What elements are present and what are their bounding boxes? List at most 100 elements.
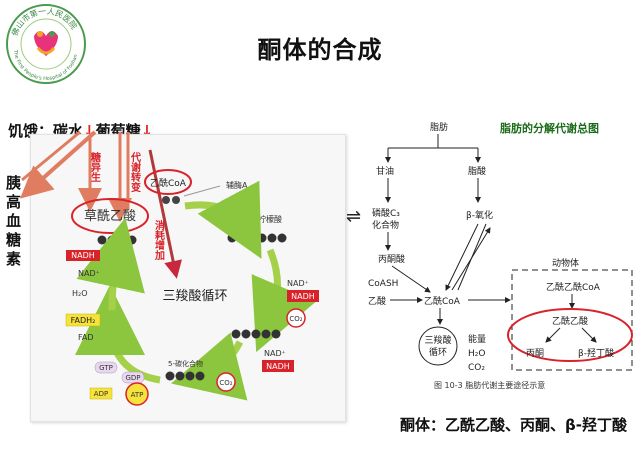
overlay-text-1: 糖异生 <box>89 151 101 182</box>
cycle-arc-1 <box>184 180 262 259</box>
nad-plus-left: NAD⁺ <box>78 269 100 278</box>
acetate-label: 乙酸 <box>368 296 386 307</box>
h2o-label: H₂O <box>468 349 485 359</box>
nadh-label-right-2: NADH <box>266 362 290 371</box>
beta-oxidation-label: β-氧化 <box>466 209 493 221</box>
tca-line1: 三羧酸 <box>424 334 451 346</box>
tca-cycle-diagram: 糖异生 代谢转变 消耗增加 乙酰CoA 辅酶A 草酰乙酸 柠檬酸 三羧酸循环 N… <box>20 130 319 406</box>
carbon-ball <box>172 196 180 204</box>
glycerol-label: 甘油 <box>376 165 394 177</box>
energy-label: 能量 <box>468 333 486 345</box>
acetylcoa-back-to-fa <box>451 227 491 291</box>
brown-arrow-2 <box>21 130 81 182</box>
carbon-ball <box>162 196 170 204</box>
atp-label: ATP <box>131 391 144 399</box>
brown-arrow-1 <box>20 130 97 199</box>
fatty-acid-label: 脂酸 <box>468 165 486 177</box>
equilibrium-symbol: ⇌ <box>346 206 362 227</box>
cycle-arc-2 <box>251 248 316 353</box>
carbon-ball <box>185 371 195 381</box>
beta-hydroxybutyrate-label: β-羟丁酸 <box>578 347 614 359</box>
fadh2-label: FADH₂ <box>71 316 96 325</box>
carbon-ball <box>117 235 127 245</box>
cycle-arc-3 <box>171 332 248 401</box>
carbon-ball <box>107 235 117 245</box>
nadh-label-right-1: NADH <box>291 292 315 301</box>
carbon-ball <box>165 371 175 381</box>
phospho-c3-line1: 磷酸C₃ <box>372 207 400 219</box>
adp-label: ADP <box>94 390 108 398</box>
cycle-arc-4 <box>75 285 161 384</box>
carbon-ball <box>251 329 261 339</box>
nadh-box-left <box>66 250 100 261</box>
nad-plus-right-2: NAD⁺ <box>264 349 286 358</box>
co2-label-2: CO₂ <box>219 379 232 387</box>
co2-bubble-1 <box>286 308 306 328</box>
dark-red-arrow <box>148 149 182 279</box>
carbon-ball <box>231 329 241 339</box>
co2-label-1: CO₂ <box>289 315 302 323</box>
carbon-ball <box>277 233 287 243</box>
hospital-logo: 佛山市第一人民医院 The First People's Hospital of… <box>6 4 86 84</box>
coash-label: CoASH <box>368 279 398 289</box>
fat-label: 脂肪 <box>430 121 448 133</box>
tca-line2: 循环 <box>429 346 447 358</box>
carbon-ball <box>247 233 257 243</box>
oxaloacetate-label: 草酰乙酸 <box>84 209 136 224</box>
ketone-bodies-line: 酮体：乙酰乙酸、丙酮、β-羟丁酸 <box>400 416 627 434</box>
carbon-ball <box>195 371 205 381</box>
carbon-ball <box>267 233 277 243</box>
acetyl-coa-label: 乙酰CoA <box>150 177 187 189</box>
nadh-box-right-1 <box>287 290 319 302</box>
co2-label: CO₂ <box>468 363 485 373</box>
nadh-box-right-2 <box>262 360 294 372</box>
overlay-text-2: 代谢转变 <box>129 151 142 193</box>
carbon-ball <box>271 329 281 339</box>
co2-bubble-2 <box>216 372 236 392</box>
carbon-ball <box>261 329 271 339</box>
fat-diagram-title: 脂肪的分解代谢总图 <box>499 121 599 135</box>
gdp-label: GDP <box>125 374 140 382</box>
carbon-ball <box>237 233 247 243</box>
cycle-arc-5 <box>76 217 145 311</box>
to-bhb-arrow <box>581 327 597 343</box>
ketone-bodies-highlight <box>507 308 633 362</box>
carbon-ball <box>227 233 237 243</box>
animal-box-title: 动物体 <box>552 257 579 269</box>
acetyl-coa-highlight <box>144 169 192 195</box>
acetoacetate-label: 乙酰乙酸 <box>552 315 588 327</box>
acetoacetyl-coa-label: 乙酰乙酰CoA <box>546 281 601 293</box>
carbon-ball <box>97 235 107 245</box>
overlay-text-3: 消耗增加 <box>153 219 166 261</box>
carbon5-label: 5-碳化合物 <box>168 359 203 368</box>
to-acetone-arrow <box>545 327 561 343</box>
gtp-box <box>94 361 118 374</box>
pyruvate-to-acetylcoa <box>391 265 431 293</box>
animal-box <box>511 269 633 371</box>
carbon-ball <box>257 233 267 243</box>
phospho-c3-line2: 化合物 <box>372 219 399 231</box>
tca-circle <box>418 326 458 366</box>
fat-metabolism-diagram: .t { font-size:9px; fill:#222; } .ln { s… <box>368 121 633 390</box>
carbon-ball <box>127 235 137 245</box>
citrate-label: 柠檬酸 <box>258 214 282 224</box>
pyruvate-label: 丙酮酸 <box>378 254 405 265</box>
beta-ox-to-acetylcoa <box>445 223 479 291</box>
acetone-label: 丙酮 <box>526 348 544 359</box>
nad-plus-right-1: NAD⁺ <box>287 279 309 288</box>
coenzyme-a-label: 辅酶A <box>226 180 248 190</box>
fad-label: FAD <box>78 333 94 342</box>
nadh-label-left: NADH <box>71 251 95 260</box>
glucagon-vertical-label: 胰高血糖素 <box>6 174 22 268</box>
fat-diagram-caption: 图 10-3 脂肪代谢主要途径示意 <box>434 380 545 390</box>
atp-bubble <box>125 382 149 406</box>
gtp-label: GTP <box>99 364 113 372</box>
h2o-left: H₂O <box>72 289 88 298</box>
adp-box <box>89 387 113 400</box>
carbon-ball <box>175 371 185 381</box>
fadh2-box <box>65 313 101 327</box>
acetyl-coa-fat-label: 乙酰CoA <box>424 295 461 307</box>
carbon-ball <box>241 329 251 339</box>
tca-cycle-label: 三羧酸循环 <box>162 288 227 304</box>
slide-title: 酮体的合成 <box>257 36 383 64</box>
